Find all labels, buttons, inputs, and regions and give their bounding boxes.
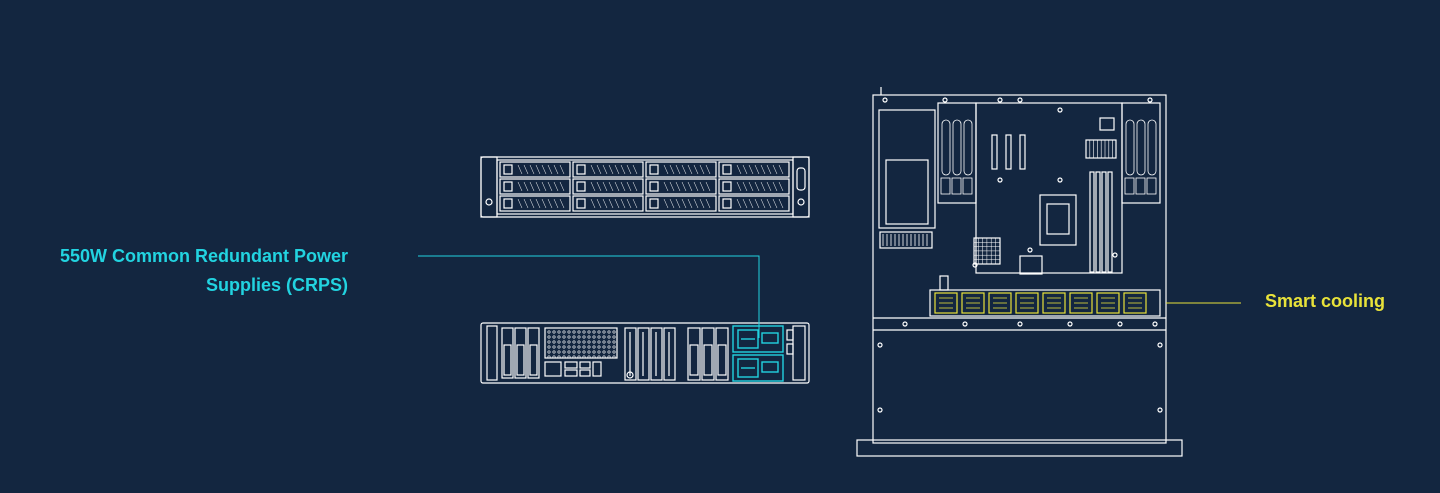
cooling-callout-label: Smart cooling — [1265, 291, 1386, 311]
server-top-view — [856, 87, 1183, 457]
crps-label-line1: 550W Common Redundant Power — [59, 246, 348, 266]
crps-label-line2: Supplies (CRPS) — [205, 275, 348, 295]
crps-callout-line — [418, 255, 760, 338]
server-rear-view — [480, 322, 810, 384]
crps-callout-label: 550W Common Redundant Power Supplies (CR… — [20, 242, 348, 300]
fan-module — [934, 292, 1147, 314]
server-front-view — [480, 156, 810, 218]
psu-module — [732, 325, 784, 382]
drive-bays — [499, 161, 790, 212]
